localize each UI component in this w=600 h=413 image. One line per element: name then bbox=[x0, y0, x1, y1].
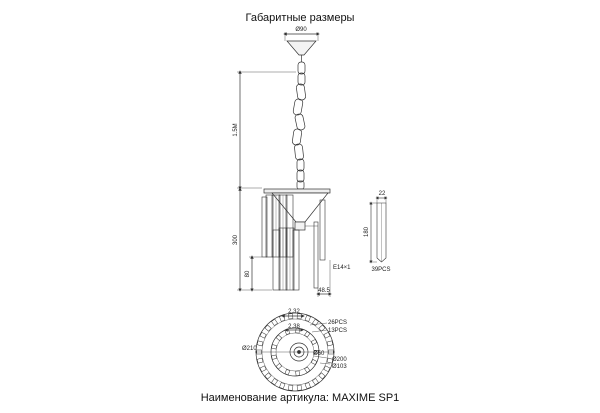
crystal-count-label: 39PCS bbox=[371, 267, 390, 273]
outer-crystal bbox=[304, 314, 311, 322]
chain-length-label: 1.5M bbox=[233, 123, 239, 136]
outer-crystal bbox=[279, 382, 286, 390]
hub-diameter-label: Ø50 bbox=[313, 351, 325, 357]
top-view bbox=[255, 312, 335, 392]
ring-diameter-label: Ø200 bbox=[332, 357, 347, 363]
inner-crystal bbox=[271, 344, 278, 350]
body-height-label: 300 bbox=[233, 234, 239, 245]
outer-count-label: 26PCS bbox=[328, 320, 347, 326]
outer-crystal-ring bbox=[256, 313, 334, 391]
outer-crystal bbox=[259, 365, 267, 373]
canopy-diameter-label: Ø90 bbox=[295, 27, 307, 33]
crystal-group-upper bbox=[261, 194, 294, 258]
inner-crystal bbox=[310, 359, 318, 365]
outer-crystal bbox=[256, 340, 264, 347]
inner-crystal bbox=[310, 339, 318, 345]
offset-label: 48.5 bbox=[318, 288, 330, 294]
article-caption: Наименование артикула: MAXIME SP1 bbox=[201, 392, 400, 404]
outer-crystal bbox=[326, 357, 334, 364]
outer-crystal bbox=[323, 331, 331, 339]
front-view bbox=[237, 32, 332, 297]
outer-crystal bbox=[288, 384, 294, 391]
crystal-group-right bbox=[313, 199, 326, 289]
top-plate bbox=[263, 188, 331, 194]
outer-crystal bbox=[318, 372, 326, 380]
outer-crystal bbox=[264, 324, 272, 332]
outer-crystal bbox=[312, 378, 319, 386]
inner-crystal bbox=[304, 331, 311, 338]
outer-diameter-label: Ø210 bbox=[242, 346, 257, 352]
inner-spacing-label: 2.38 bbox=[288, 324, 300, 330]
lower-height-label: 80 bbox=[245, 270, 251, 277]
inner-crystal bbox=[271, 354, 278, 360]
outer-crystal bbox=[326, 340, 334, 347]
socket-label: E14×1 bbox=[333, 265, 351, 271]
outer-crystal bbox=[271, 318, 278, 326]
crystal-length-label: 180 bbox=[364, 226, 370, 237]
outer-crystal bbox=[323, 365, 331, 373]
cone-shade bbox=[271, 192, 329, 223]
crystal-width-label: 22 bbox=[379, 191, 386, 197]
outer-crystal bbox=[318, 324, 326, 332]
crystal-group-lower bbox=[272, 227, 300, 291]
outer-crystal bbox=[259, 331, 267, 339]
crystal-prism bbox=[376, 202, 387, 263]
page-title: Габаритные размеры bbox=[246, 12, 355, 24]
socket bbox=[294, 221, 306, 231]
chain bbox=[292, 61, 306, 190]
inner-crystal bbox=[275, 363, 283, 370]
inner-crystal bbox=[275, 334, 283, 341]
crystal-detail bbox=[369, 196, 388, 264]
outer-crystal bbox=[271, 378, 278, 386]
inner-crystal bbox=[304, 366, 311, 373]
inner-ring-diameter-label: Ø103 bbox=[332, 364, 347, 370]
outer-crystal bbox=[256, 357, 264, 364]
canopy bbox=[286, 40, 317, 56]
inner-count-label: 13PCS bbox=[328, 328, 347, 334]
outer-crystal bbox=[296, 384, 302, 391]
outer-spacing-label: 2.32 bbox=[288, 309, 300, 315]
outer-crystal bbox=[304, 382, 311, 390]
outer-crystal bbox=[264, 372, 272, 380]
inner-crystal bbox=[295, 370, 300, 377]
inner-crystal bbox=[284, 369, 291, 376]
